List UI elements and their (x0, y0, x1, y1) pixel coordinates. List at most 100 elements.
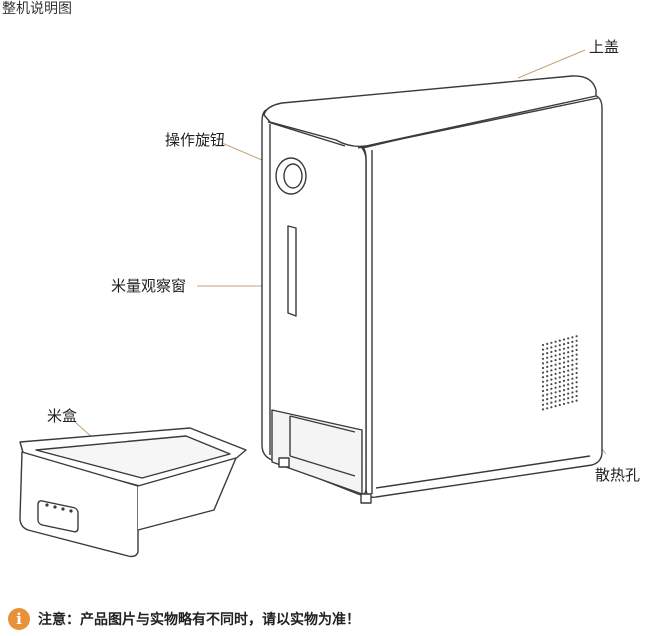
vent-hole (554, 377, 557, 380)
vent-hole (562, 379, 566, 382)
vent-hole (575, 353, 578, 356)
vent-hole (562, 398, 566, 401)
vent-hole (554, 405, 557, 408)
vent-hole (571, 396, 574, 399)
vent-hole (546, 342, 549, 345)
vent-hole (550, 396, 553, 400)
vent-hole (554, 386, 557, 389)
vent-hole (558, 390, 561, 393)
vent-hole (562, 402, 566, 405)
vent-hole (558, 348, 561, 351)
vent-hole (546, 393, 549, 396)
body-right-face (362, 93, 603, 498)
rice-box-inner (35, 435, 231, 479)
vent-hole (554, 400, 557, 403)
vent-hole (571, 373, 574, 376)
vent-hole (567, 351, 570, 354)
vent-hole (567, 378, 570, 381)
vent-hole (571, 350, 574, 353)
indicator-dots (45, 503, 73, 513)
vent-hole (562, 389, 566, 392)
vent-hole (550, 350, 553, 354)
vent-hole (541, 366, 545, 370)
indicator-dot (45, 503, 49, 507)
vent-hole (546, 375, 549, 378)
vent-hole (562, 384, 566, 387)
label-knob: 操作旋钮 (165, 131, 226, 149)
vent-hole (554, 359, 557, 362)
vent-hole (554, 391, 557, 394)
vent-hole (567, 383, 570, 386)
vent-hole (554, 349, 557, 352)
vent-hole (567, 392, 570, 395)
vent-hole (558, 385, 561, 388)
vent-hole (541, 408, 545, 411)
vent-hole (541, 343, 545, 347)
vent-hole (541, 380, 545, 383)
vent-hole (546, 361, 549, 364)
vent-hole (558, 367, 561, 370)
vent-hole (546, 352, 549, 355)
vent-hole (541, 376, 545, 379)
vent-hole (554, 382, 557, 385)
base-right-bottom (375, 455, 591, 489)
vent-hole (550, 373, 553, 377)
vent-hole (571, 386, 574, 389)
label-vents: 散热孔 (595, 466, 641, 484)
vent-hole (575, 376, 578, 379)
vent-hole (575, 344, 578, 347)
vent-hole (546, 384, 549, 387)
vent-hole (550, 369, 553, 372)
vent-hole (541, 394, 545, 397)
notice-bar: i 注意：产品图片与实物略有不同时，请以实物为准！ (8, 606, 360, 632)
vent-hole (575, 358, 578, 361)
vent-hole (575, 381, 578, 384)
vent-hole (541, 371, 545, 374)
vent-hole (546, 379, 549, 382)
vent-hole (546, 356, 549, 359)
vent-hole (550, 383, 553, 386)
vent-hole (541, 348, 545, 351)
vent-hole (567, 374, 570, 377)
vent-hole (567, 337, 570, 340)
vent-hole (541, 357, 545, 360)
vent-hole (550, 406, 553, 409)
rice-box-side (137, 457, 237, 531)
vent-hole (562, 375, 566, 378)
vent-hole (571, 363, 574, 366)
vent-hole (546, 402, 549, 405)
info-icon: i (8, 608, 30, 630)
vent-hole (562, 338, 566, 341)
vent-hole (567, 341, 570, 345)
indicator-dot (53, 505, 57, 509)
vent-hole (558, 362, 561, 365)
vent-hole (575, 362, 578, 365)
vent-hole (546, 398, 549, 401)
vent-hole (550, 378, 553, 381)
vent-hole (575, 394, 578, 398)
vent-hole (571, 345, 574, 348)
rice-box-front (19, 451, 139, 558)
vent-hole (562, 370, 566, 373)
vent-hole (562, 393, 566, 396)
indicator-dot (69, 509, 73, 513)
vent-hole (575, 390, 578, 393)
page-title: 整机说明图 (2, 1, 72, 17)
vent-hole (571, 400, 574, 403)
vent-hole (571, 377, 574, 380)
vent-hole (571, 359, 574, 362)
vent-hole (554, 363, 557, 366)
vent-hole (571, 391, 574, 394)
rice-box-indicator-panel (37, 500, 79, 533)
vent-hole (550, 360, 553, 363)
vent-hole (567, 387, 570, 391)
vent-hole (546, 365, 549, 368)
vent-hole (550, 355, 553, 358)
vent-hole (567, 355, 570, 358)
vent-hole (550, 392, 553, 395)
vent-hole (562, 366, 566, 369)
observation-window (287, 225, 297, 317)
vent-hole (546, 407, 549, 410)
vent-hole (554, 368, 557, 371)
